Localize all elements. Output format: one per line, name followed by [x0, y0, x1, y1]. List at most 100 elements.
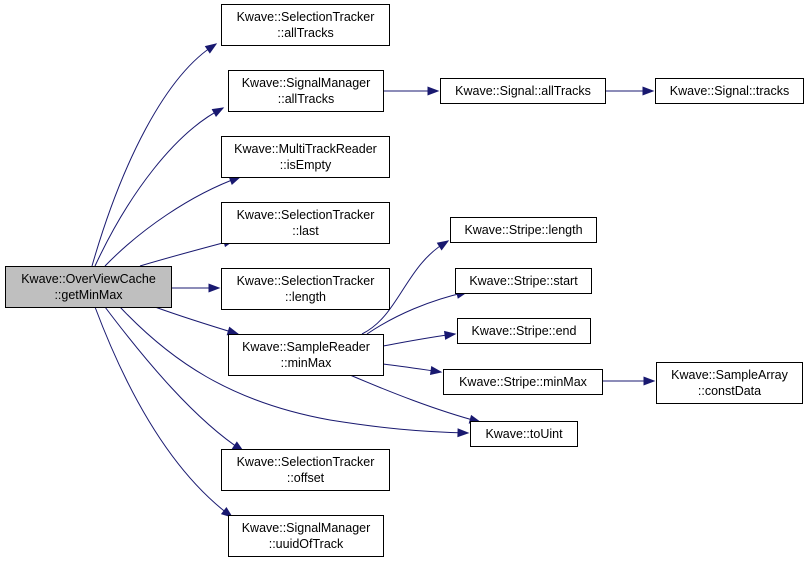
- node-sigmgr-uuid[interactable]: Kwave::SignalManager::uuidOfTrack: [228, 515, 384, 557]
- arrowhead: [436, 240, 450, 251]
- node-stripe-start[interactable]: Kwave::Stripe::start: [455, 268, 592, 294]
- node-box[interactable]: [440, 78, 606, 104]
- edge-sigmgr-alltracks-to-signal-alltracks: [383, 86, 440, 96]
- edge-line: [104, 306, 244, 452]
- node-label-line: ::allTracks: [278, 92, 335, 106]
- edge-samplereader-minmax-to-stripe-end: [382, 330, 457, 347]
- arrowhead: [220, 507, 234, 518]
- edge-overview-to-sel-alltracks: [91, 43, 218, 267]
- node-mtr-isempty[interactable]: Kwave::MultiTrackReader::isEmpty: [221, 136, 390, 178]
- nodes-layer: Kwave::OverViewCache::getMinMaxKwave::Se…: [5, 4, 804, 557]
- edge-line: [361, 240, 449, 335]
- edge-overview-to-samplereader-minmax: [154, 306, 240, 336]
- node-label-line: Kwave::Signal::tracks: [670, 84, 790, 98]
- edge-line: [94, 306, 233, 518]
- arrowhead: [444, 330, 457, 340]
- node-stripe-minmax[interactable]: Kwave::Stripe::minMax: [443, 369, 603, 395]
- node-box[interactable]: [228, 334, 384, 376]
- arrowhead: [457, 428, 470, 438]
- node-label-line: Kwave::SelectionTracker: [237, 10, 375, 24]
- arrowhead: [204, 43, 218, 54]
- arrowhead: [643, 376, 656, 386]
- edge-line: [366, 291, 468, 335]
- node-sel-offset[interactable]: Kwave::SelectionTracker::offset: [221, 449, 390, 491]
- node-box[interactable]: [455, 268, 592, 294]
- arrowhead: [642, 86, 655, 96]
- node-box[interactable]: [457, 318, 591, 344]
- node-label-line: ::offset: [287, 471, 325, 485]
- node-samplearray-constdata[interactable]: Kwave::SampleArray::constData: [656, 362, 803, 404]
- edge-overview-to-touint: [119, 306, 470, 438]
- arrowhead: [228, 176, 242, 185]
- node-overview[interactable]: Kwave::OverViewCache::getMinMax: [5, 266, 172, 308]
- node-label-line: Kwave::Stripe::minMax: [459, 375, 588, 389]
- node-sel-last[interactable]: Kwave::SelectionTracker::last: [221, 202, 390, 244]
- node-box[interactable]: [5, 266, 172, 308]
- node-sigmgr-alltracks[interactable]: Kwave::SignalManager::allTracks: [228, 70, 384, 112]
- edge-line: [382, 333, 456, 347]
- edge-overview-to-mtr-isempty: [104, 176, 242, 267]
- node-box[interactable]: [221, 449, 390, 491]
- node-label-line: ::getMinMax: [54, 288, 123, 302]
- node-box[interactable]: [228, 70, 384, 112]
- node-touint[interactable]: Kwave::toUint: [470, 421, 578, 447]
- edge-samplereader-minmax-to-stripe-length: [361, 240, 450, 335]
- node-box[interactable]: [228, 515, 384, 557]
- edge-samplereader-minmax-to-stripe-minmax: [382, 363, 443, 375]
- node-label-line: Kwave::toUint: [485, 427, 563, 441]
- node-box[interactable]: [450, 217, 597, 243]
- edge-line: [104, 176, 241, 267]
- edge-overview-to-sigmgr-uuid: [94, 306, 234, 518]
- node-label-line: ::length: [285, 290, 326, 304]
- edge-line: [349, 374, 481, 423]
- node-label-line: ::minMax: [281, 356, 332, 370]
- arrowhead: [429, 366, 443, 375]
- node-box[interactable]: [656, 362, 803, 404]
- node-label-line: Kwave::Stripe::start: [469, 274, 578, 288]
- edge-signal-alltracks-to-signal-tracks: [605, 86, 655, 96]
- edge-overview-to-sel-last: [139, 238, 236, 267]
- edge-overview-to-sel-length: [171, 283, 221, 293]
- node-stripe-end[interactable]: Kwave::Stripe::end: [457, 318, 591, 344]
- arrowhead: [226, 326, 240, 336]
- node-label-line: Kwave::SelectionTracker: [237, 208, 375, 222]
- node-label-line: ::last: [292, 224, 319, 238]
- node-label-line: Kwave::SignalManager: [242, 76, 371, 90]
- node-label-line: ::uuidOfTrack: [269, 537, 344, 551]
- node-box[interactable]: [443, 369, 603, 395]
- node-label-line: Kwave::SampleReader: [242, 340, 370, 354]
- node-label-line: Kwave::SelectionTracker: [237, 455, 375, 469]
- edge-line: [139, 239, 235, 267]
- node-label-line: ::allTracks: [277, 26, 334, 40]
- node-box[interactable]: [655, 78, 804, 104]
- edge-line: [154, 306, 239, 335]
- node-signal-alltracks[interactable]: Kwave::Signal::allTracks: [440, 78, 606, 104]
- arrowhead: [211, 107, 225, 118]
- node-box[interactable]: [221, 136, 390, 178]
- edge-overview-to-sigmgr-alltracks: [94, 107, 225, 267]
- node-box[interactable]: [221, 4, 390, 46]
- node-sel-alltracks[interactable]: Kwave::SelectionTracker::allTracks: [221, 4, 390, 46]
- node-label-line: Kwave::MultiTrackReader: [234, 142, 377, 156]
- node-signal-tracks[interactable]: Kwave::Signal::tracks: [655, 78, 804, 104]
- edge-line: [119, 306, 469, 434]
- node-label-line: Kwave::SelectionTracker: [237, 274, 375, 288]
- arrowhead: [208, 283, 221, 293]
- node-label-line: Kwave::Signal::allTracks: [455, 84, 591, 98]
- edge-stripe-minmax-to-samplearray-constdata: [602, 376, 656, 386]
- node-sel-length[interactable]: Kwave::SelectionTracker::length: [221, 268, 390, 310]
- node-label-line: Kwave::Stripe::end: [472, 324, 577, 338]
- node-stripe-length[interactable]: Kwave::Stripe::length: [450, 217, 597, 243]
- node-box[interactable]: [221, 202, 390, 244]
- node-label-line: ::constData: [698, 384, 761, 398]
- node-box[interactable]: [470, 421, 578, 447]
- node-box[interactable]: [221, 268, 390, 310]
- node-samplereader-minmax[interactable]: Kwave::SampleReader::minMax: [228, 334, 384, 376]
- node-label-line: Kwave::SampleArray: [671, 368, 788, 382]
- node-label-line: Kwave::OverViewCache: [21, 272, 156, 286]
- arrowhead: [427, 86, 440, 96]
- node-label-line: ::isEmpty: [280, 158, 332, 172]
- edge-line: [94, 107, 224, 267]
- node-label-line: Kwave::SignalManager: [242, 521, 371, 535]
